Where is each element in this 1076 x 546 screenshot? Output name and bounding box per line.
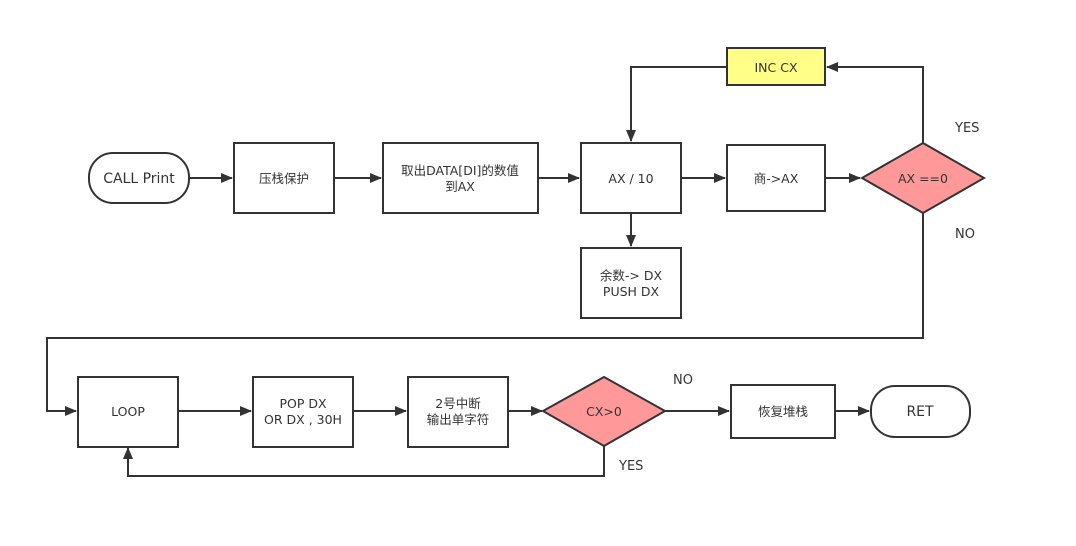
node-label-line-2: 输出单字符 (427, 412, 490, 427)
node-ax-zero[interactable]: AX ==0 (859, 141, 987, 215)
node-label-line-1: 余数-> DX (600, 268, 663, 283)
process-shape (730, 384, 836, 439)
node-label: LOOP (111, 404, 145, 419)
edge-label-ax-zero-no: NO (955, 227, 975, 242)
edge-cx-gt0-yes-to-loop (123, 446, 605, 477)
node-label: 压栈保护 (259, 171, 309, 186)
node-label: AX ==0 (898, 171, 948, 186)
node-label-line-2: 到AX (445, 179, 475, 194)
node-label-line-2: PUSH DX (603, 284, 660, 299)
node-pop-dx[interactable]: POP DX OR DX , 30H (252, 376, 354, 448)
node-restore[interactable]: 恢复堆栈 (730, 384, 836, 439)
node-int2[interactable]: 2号中断 输出单字符 (407, 376, 509, 448)
edges (46, 62, 924, 477)
node-cx-gt0[interactable]: CX>0 (540, 375, 668, 448)
node-label: 恢复堆栈 (758, 404, 808, 419)
node-label: AX / 10 (608, 171, 653, 186)
process-shape (77, 376, 179, 448)
process-shape (580, 247, 682, 319)
node-remainder[interactable]: 余数-> DX PUSH DX (580, 247, 682, 319)
decision-shape (540, 375, 668, 448)
node-loop[interactable]: LOOP (77, 376, 179, 448)
node-label: 商->AX (754, 171, 799, 186)
edge-label-cx-gt0-no: NO (673, 373, 693, 388)
decision-shape (859, 141, 987, 215)
process-shape (233, 142, 335, 214)
terminal-shape (88, 152, 190, 204)
node-div10[interactable]: AX / 10 (580, 142, 682, 214)
node-inc-cx[interactable]: INC CX (726, 47, 826, 86)
node-label-line-1: 2号中断 (435, 396, 480, 411)
node-label: CX>0 (586, 404, 622, 419)
terminal-shape (870, 385, 971, 438)
process-shape (382, 142, 539, 214)
process-shape (407, 376, 509, 448)
node-label-line-1: POP DX (279, 396, 327, 411)
edge-inc-cx-to-div10 (626, 66, 727, 142)
edge-ax-zero-yes-to-inc-cx (826, 62, 924, 143)
edge-label-cx-gt0-yes: YES (618, 459, 643, 474)
process-shape (580, 142, 682, 214)
edge-ax-zero-no-to-loop (46, 213, 924, 416)
node-ret[interactable]: RET (870, 385, 971, 438)
process-shape (726, 144, 826, 212)
node-label-line-2: OR DX , 30H (264, 412, 342, 427)
edge-label-ax-zero-yes: YES (954, 121, 979, 136)
node-label: RET (906, 404, 934, 420)
node-start[interactable]: CALL Print (88, 152, 190, 204)
node-label: INC CX (754, 60, 797, 75)
node-label: CALL Print (103, 171, 175, 187)
process-shape (252, 376, 354, 448)
node-label-line-1: 取出DATA[DI]的数值 (401, 163, 519, 178)
node-quotient[interactable]: 商->AX (726, 144, 826, 212)
process-shape (726, 47, 826, 86)
node-load-data[interactable]: 取出DATA[DI]的数值 到AX (382, 142, 539, 214)
node-push-protect[interactable]: 压栈保护 (233, 142, 335, 214)
